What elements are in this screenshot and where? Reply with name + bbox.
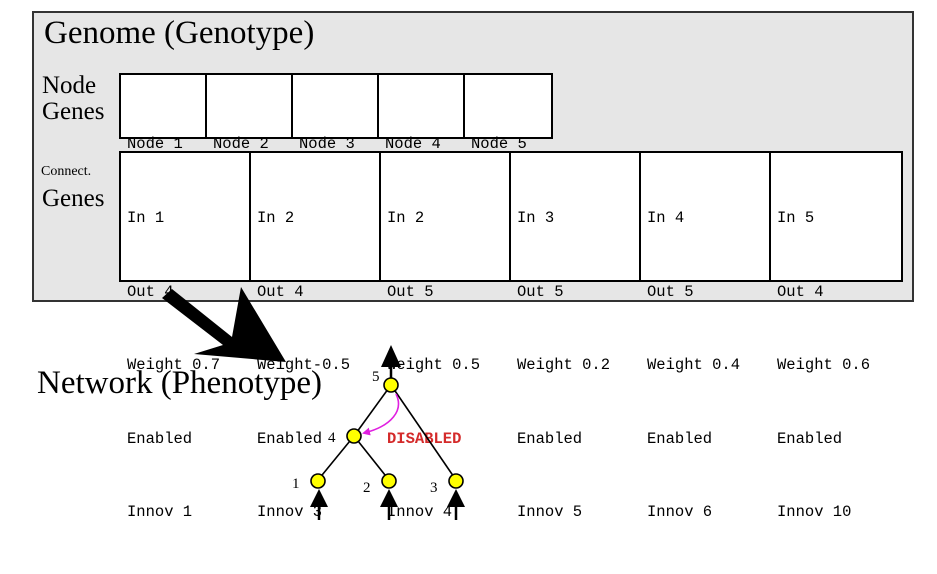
node-label-2: 2 xyxy=(363,480,371,496)
connection-gene-weight: Weight 0.2 xyxy=(517,356,611,374)
recurrent-edge-5-to-4 xyxy=(362,393,400,436)
connection-gene-status-disabled: DISABLED xyxy=(387,429,462,448)
connection-genes-row: In 1 Out 4 Weight 0.7 Enabled Innov 1 In… xyxy=(119,151,903,521)
connection-gene-in: In 2 xyxy=(257,209,295,227)
connection-gene-innov: Innov 4 xyxy=(387,503,453,521)
connection-gene: In 2 Out 4 Weight-0.5 Enabled Innov 3 xyxy=(251,153,381,521)
connection-gene-innov: Innov 3 xyxy=(257,503,323,521)
connection-gene-in: In 3 xyxy=(517,209,555,227)
network-node-1 xyxy=(310,473,326,489)
connection-gene-innov: Innov 6 xyxy=(647,503,713,521)
node-label-5: 5 xyxy=(372,369,380,385)
node-genes-label: Node Genes xyxy=(42,73,104,125)
connection-gene: In 1 Out 4 Weight 0.7 Enabled Innov 1 xyxy=(121,153,251,521)
connection-gene-out: Out 4 xyxy=(257,282,304,301)
edge-2-to-4 xyxy=(353,435,390,481)
connection-gene-out: Out 4 xyxy=(777,282,824,301)
network-node-5 xyxy=(383,377,399,393)
input-arrowhead-3 xyxy=(447,489,465,507)
connection-gene-weight: Weight 0.7 xyxy=(127,356,221,374)
node-label-1: 1 xyxy=(292,476,300,492)
connection-gene-innov: Innov 10 xyxy=(777,503,852,521)
connection-genes-label-top: Connect. xyxy=(41,164,92,179)
connection-gene: In 2 Out 5 Weight 0.5 DISABLED Innov 4 xyxy=(381,153,511,521)
connection-gene-innov: Innov 1 xyxy=(127,503,193,521)
connection-gene-out: Out 5 xyxy=(647,282,694,301)
connection-gene-out: Out 5 xyxy=(517,282,564,301)
connection-gene-status: Enabled xyxy=(257,429,323,448)
connection-gene-status: Enabled xyxy=(127,429,193,448)
edge-3-to-5 xyxy=(390,384,457,481)
connection-gene-in: In 1 xyxy=(127,209,165,227)
node-gene-name: Node 3 xyxy=(299,135,355,153)
connection-gene-status: Enabled xyxy=(517,429,583,448)
connection-gene-weight: Weight 0.4 xyxy=(647,356,741,374)
genome-title: Genome (Genotype) xyxy=(44,15,315,51)
input-arrowhead-1 xyxy=(310,489,328,507)
connection-gene-innov: Innov 5 xyxy=(517,503,583,521)
node-genes-label-line1: Node xyxy=(42,72,97,99)
input-arrowhead-2 xyxy=(380,489,398,507)
node-gene-name: Node 4 xyxy=(385,135,441,153)
connection-gene-weight: Weight 0.5 xyxy=(387,356,481,374)
node-gene-name: Node 5 xyxy=(471,135,527,153)
connection-gene-in: In 5 xyxy=(777,209,815,227)
connection-gene-out: Out 5 xyxy=(387,282,434,301)
node-label-3: 3 xyxy=(430,480,438,496)
connection-gene-weight: Weight 0.6 xyxy=(777,356,871,374)
node-gene-name: Node 2 xyxy=(213,135,269,153)
output-arrowhead-5 xyxy=(381,345,401,367)
connection-gene: In 5 Out 4 Weight 0.6 Enabled Innov 10 xyxy=(771,153,901,521)
edge-4-to-5 xyxy=(353,384,392,437)
connection-gene-in: In 2 xyxy=(387,209,425,227)
connection-gene: In 4 Out 5 Weight 0.4 Enabled Innov 6 xyxy=(641,153,771,521)
connection-gene: In 3 Out 5 Weight 0.2 Enabled Innov 5 xyxy=(511,153,641,521)
node-genes-label-line2: Genes xyxy=(42,98,105,125)
connection-gene-status: Enabled xyxy=(777,429,843,448)
network-node-3 xyxy=(448,473,464,489)
node-label-4: 4 xyxy=(328,430,336,446)
network-node-4 xyxy=(346,428,362,444)
phenotype-title: Network (Phenotype) xyxy=(37,365,323,401)
connection-gene-status: Enabled xyxy=(647,429,713,448)
connection-genes-label-bottom: Genes xyxy=(42,185,105,212)
edge-1-to-4 xyxy=(317,435,355,481)
connection-gene-in: In 4 xyxy=(647,209,685,227)
connection-gene-out: Out 4 xyxy=(127,282,174,301)
network-node-2 xyxy=(381,473,397,489)
phenotype-network-diagram: 1 2 3 4 5 xyxy=(162,287,465,520)
node-gene-name: Node 1 xyxy=(127,135,183,153)
genotype-to-phenotype-arrow xyxy=(162,287,286,362)
